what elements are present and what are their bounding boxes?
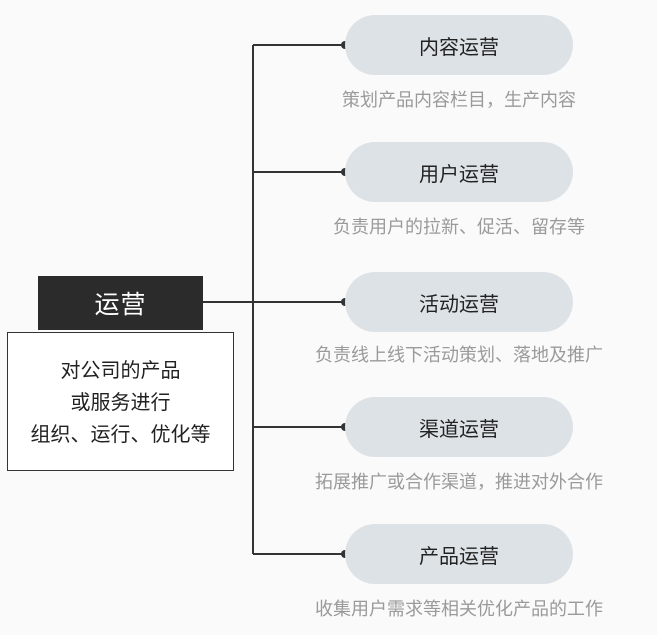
root-title-text: 运营 (94, 290, 147, 319)
root-description-line-1: 对公司的产品 (60, 357, 181, 382)
branch-title: 产品运营 (419, 543, 499, 568)
root-node: 运营 (38, 276, 203, 330)
branch-title: 内容运营 (419, 34, 499, 59)
branch-node-user-ops: 用户运营 (345, 142, 573, 202)
root-description-line-3: 组织、运行、优化等 (30, 421, 211, 446)
root-description: 对公司的产品 或服务进行 组织、运行、优化等 (7, 332, 234, 471)
branch-node-content-ops: 内容运营 (345, 15, 573, 75)
branch-description: 负责线上线下活动策划、落地及推广 (315, 345, 603, 366)
root-description-line-2: 或服务进行 (70, 389, 171, 414)
branch-title: 活动运营 (419, 291, 499, 316)
branch-title: 用户运营 (419, 161, 499, 186)
branch-description: 拓展推广或合作渠道，推进对外合作 (315, 472, 603, 493)
branch-title: 渠道运营 (419, 416, 499, 441)
branch-description: 负责用户的拉新、促活、留存等 (333, 217, 585, 238)
branch-node-channel-ops: 渠道运营 (345, 397, 573, 457)
branch-node-event-ops: 活动运营 (345, 272, 573, 332)
branch-description: 策划产品内容栏目，生产内容 (342, 90, 576, 111)
branch-description: 收集用户需求等相关优化产品的工作 (315, 599, 603, 620)
branch-node-product-ops: 产品运营 (345, 524, 573, 584)
